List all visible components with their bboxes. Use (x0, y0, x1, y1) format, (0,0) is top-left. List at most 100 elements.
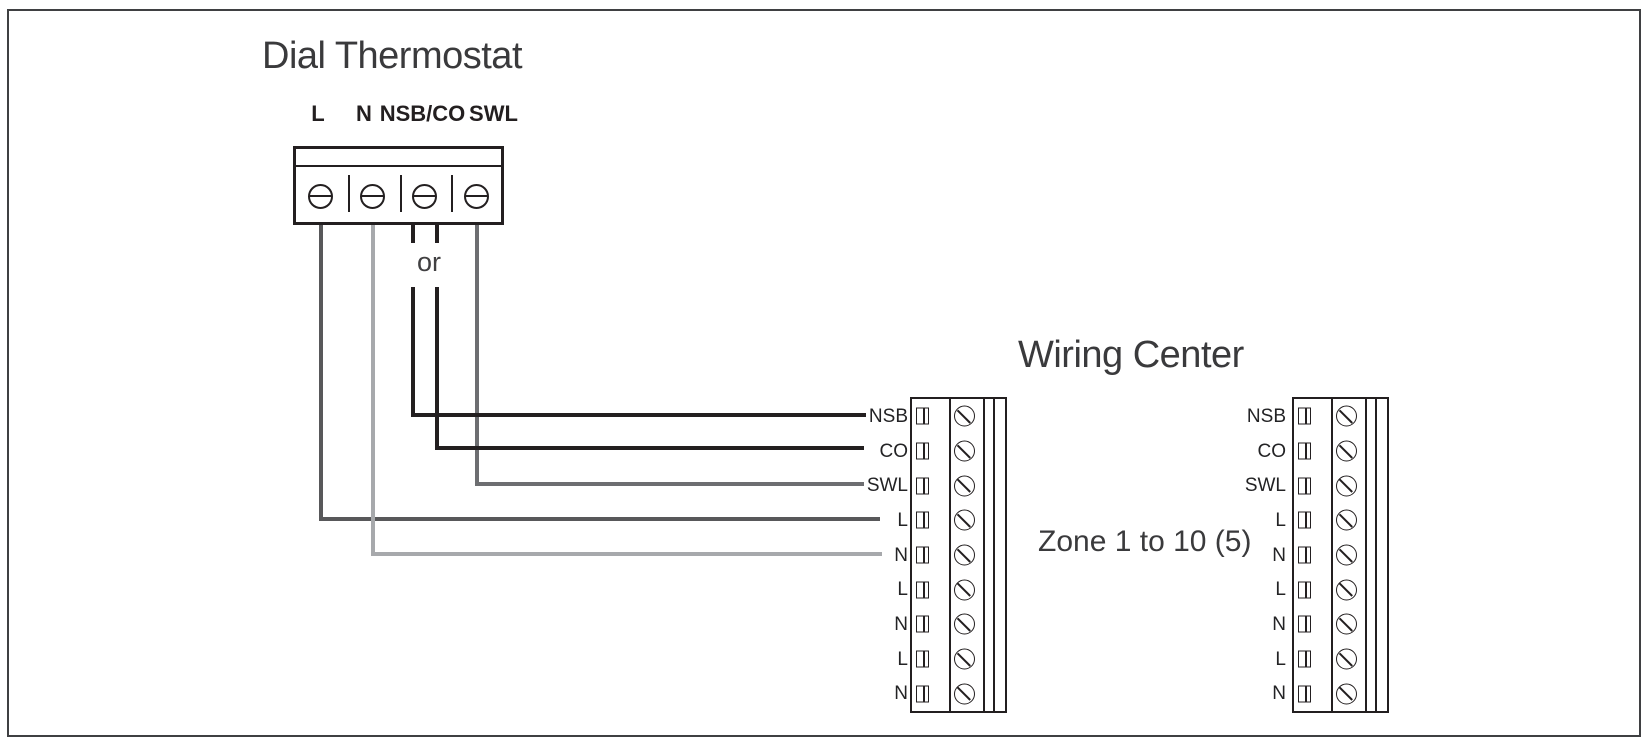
strip-divider (983, 399, 985, 711)
wire-n-horizontal (371, 552, 882, 556)
terminal-block-divider (296, 165, 501, 167)
wire-swl-horizontal (475, 482, 864, 486)
terminal-row (1294, 399, 1387, 434)
strip-divider (1365, 399, 1367, 711)
terminal-separator (399, 175, 402, 212)
wire-entry-icon (916, 477, 929, 495)
wire-entry-icon (1298, 581, 1311, 599)
wire-entry-icon (916, 511, 929, 529)
screw-icon (1335, 405, 1357, 427)
terminal-row-label: N (894, 683, 908, 705)
terminal-row-label: L (1275, 509, 1286, 531)
wire-entry-icon (1298, 407, 1311, 425)
wire-nsb-vertical-lower (411, 287, 415, 417)
screw-icon (1335, 509, 1357, 531)
terminal-labels-left: NSB CO SWL L N L N L N (818, 399, 908, 711)
wire-n-vertical (371, 225, 375, 556)
screw-terminal-n-icon (360, 183, 385, 209)
terminal-row-label: SWL (1244, 475, 1286, 497)
terminal-row (1294, 607, 1387, 642)
terminal-row (912, 399, 1005, 434)
wire-l-horizontal (319, 517, 880, 521)
screw-icon (1335, 683, 1357, 705)
screw-icon (953, 440, 975, 462)
wire-entry-icon (916, 615, 929, 633)
terminal-row-label: SWL (866, 475, 908, 497)
terminal-separator (347, 175, 350, 212)
wire-entry-icon (916, 650, 929, 668)
terminal-label-nsb-co: NSB/CO (379, 101, 466, 126)
terminal-row-label: L (897, 579, 908, 601)
wire-l-vertical (319, 225, 323, 521)
wire-nsb-horizontal (411, 413, 866, 417)
wire-entry-icon (916, 581, 929, 599)
terminal-row (912, 468, 1005, 503)
screw-terminal-nsb-co-icon (412, 183, 437, 209)
screw-icon (1335, 613, 1357, 635)
terminal-row-label: N (1272, 613, 1286, 635)
wire-entry-icon (916, 546, 929, 564)
terminal-row-label: L (1275, 579, 1286, 601)
terminal-row-label: N (894, 613, 908, 635)
wire-entry-icon (916, 442, 929, 460)
terminal-row-label: N (1272, 683, 1286, 705)
terminal-row (912, 434, 1005, 469)
wire-swl-vertical (475, 225, 479, 486)
wire-entry-icon (1298, 546, 1311, 564)
or-label: or (416, 247, 442, 277)
wire-entry-icon (916, 407, 929, 425)
terminal-row (912, 642, 1005, 677)
screw-icon (953, 613, 975, 635)
terminal-row (1294, 538, 1387, 573)
dial-thermostat-title: Dial Thermostat (262, 35, 523, 77)
wire-entry-icon (1298, 477, 1311, 495)
wire-entry-icon (916, 685, 929, 703)
strip-divider (949, 399, 951, 711)
wire-nsb-vertical-upper (411, 225, 415, 243)
terminal-row-label: CO (1257, 440, 1287, 462)
wire-entry-icon (1298, 650, 1311, 668)
screw-terminal-swl-icon (464, 183, 489, 209)
terminal-row (1294, 676, 1387, 711)
screw-icon (953, 648, 975, 670)
terminal-row (1294, 503, 1387, 538)
wire-entry-icon (1298, 615, 1311, 633)
screw-terminal-l-icon (308, 183, 333, 209)
screw-icon (1335, 475, 1357, 497)
terminal-strip-left (910, 397, 1007, 713)
terminal-row (1294, 468, 1387, 503)
terminal-label-n: N (356, 101, 372, 126)
terminal-row-label: NSB (868, 405, 908, 427)
page-border (7, 9, 1641, 737)
terminal-row (912, 676, 1005, 711)
strip-divider (1331, 399, 1333, 711)
terminal-labels-right: NSB CO SWL L N L N L N (1196, 399, 1286, 711)
terminal-row (1294, 572, 1387, 607)
terminal-row-label: NSB (1246, 405, 1286, 427)
terminal-row-label: N (1272, 544, 1286, 566)
terminal-row (912, 503, 1005, 538)
strip-divider (993, 399, 995, 711)
screw-icon (1335, 579, 1357, 601)
terminal-strip-right (1292, 397, 1389, 713)
wire-entry-icon (1298, 511, 1311, 529)
screw-icon (1335, 544, 1357, 566)
screw-icon (953, 405, 975, 427)
terminal-row-label: L (897, 509, 908, 531)
terminal-row-label: N (894, 544, 908, 566)
terminal-row-label: L (897, 648, 908, 670)
screw-icon (953, 475, 975, 497)
strip-divider (1375, 399, 1377, 711)
wiring-center-title: Wiring Center (1018, 334, 1244, 376)
thermostat-terminal-block (293, 146, 504, 225)
screw-icon (1335, 648, 1357, 670)
screw-icon (953, 579, 975, 601)
zone-range-label: Zone 1 to 10 (5) (1038, 525, 1252, 558)
wire-co-vertical-upper (435, 225, 439, 243)
wire-co-horizontal (435, 446, 864, 450)
wire-co-vertical-lower (435, 287, 439, 450)
terminal-label-l: L (311, 101, 325, 126)
screw-icon (953, 544, 975, 566)
terminal-row (1294, 642, 1387, 677)
terminal-row (912, 572, 1005, 607)
